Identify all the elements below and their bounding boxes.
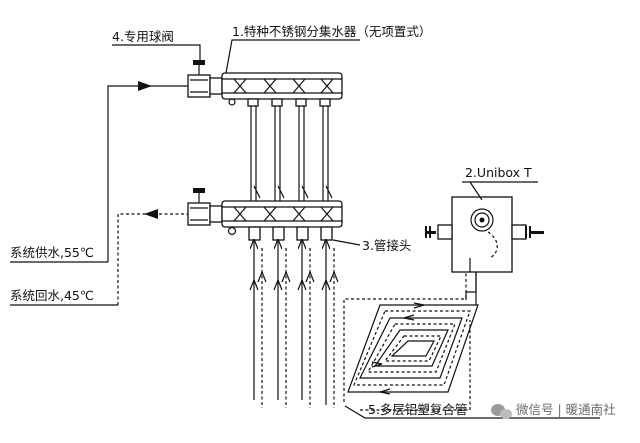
label-ball-valve: 4.专用球阀 <box>112 29 174 44</box>
thermostat-dial-icon <box>470 208 494 232</box>
label-pipe: 5.多层铝塑复合管 <box>368 402 467 417</box>
leader-lines <box>10 39 600 419</box>
loop-pipes <box>249 240 339 408</box>
supply-pipe <box>107 81 190 262</box>
manifold-rods <box>250 106 333 201</box>
wechat-icon <box>491 404 512 419</box>
watermark: 微信号 | 暖通南社 <box>491 402 616 419</box>
label-connector: 3.管接头 <box>362 238 411 253</box>
label-manifold: 1.特种不锈钢分集水器（无项置式） <box>232 24 431 39</box>
return-pipe <box>117 209 190 305</box>
watermark-text: 微信号 | 暖通南社 <box>516 402 616 417</box>
label-supply: 系统供水,55℃ <box>10 245 94 260</box>
return-manifold <box>221 200 343 241</box>
floor-coil <box>343 268 479 402</box>
label-unibox: 2.Unibox T <box>465 165 532 180</box>
ball-valve-icon <box>187 188 223 226</box>
ball-valve-icon <box>187 60 223 98</box>
unibox-feed <box>360 272 477 411</box>
label-return: 系统回水,45℃ <box>10 288 94 303</box>
unibox-t <box>425 196 544 300</box>
supply-manifold <box>221 72 343 107</box>
